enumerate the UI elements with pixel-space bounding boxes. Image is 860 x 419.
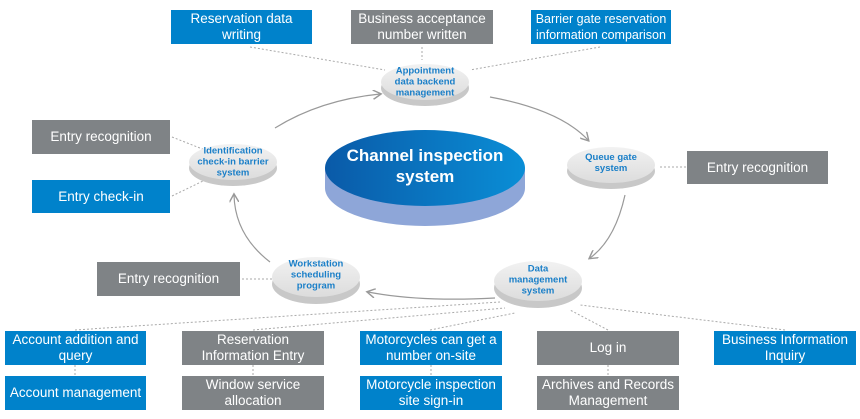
node-workstation: Workstation scheduling program: [288, 258, 344, 292]
channel-inspection-system: Channel inspection system: [346, 146, 504, 186]
box-motorcycle-signin: Motorcycle inspection site sign-in: [360, 376, 502, 410]
box-log-in: Log in: [537, 331, 679, 365]
box-business-acceptance: Business acceptance number written: [351, 10, 493, 44]
box-account-management: Account management: [5, 376, 146, 410]
box-reservation-data-writing: Reservation data writing: [171, 10, 312, 44]
box-account-addition: Account addition and query: [5, 331, 146, 365]
box-entry-recognition-2: Entry recognition: [687, 151, 828, 184]
box-entry-recognition-3: Entry recognition: [97, 262, 240, 296]
box-motorcycles-number: Motorcycles can get a number on-site: [360, 331, 502, 365]
box-archives: Archives and Records Management: [537, 376, 679, 410]
box-entry-recognition-1: Entry recognition: [32, 120, 170, 154]
node-data-management: Data management system: [508, 263, 568, 297]
box-window-service: Window service allocation: [182, 376, 324, 410]
center-disk: [325, 130, 525, 226]
box-reservation-entry: Reservation Information Entry: [182, 331, 324, 365]
node-queue-gate: Queue gate system: [585, 152, 637, 174]
box-barrier-gate: Barrier gate reservation information com…: [531, 10, 671, 44]
box-business-inquiry: Business Information Inquiry: [714, 331, 856, 365]
box-entry-checkin: Entry check-in: [32, 180, 170, 213]
node-identification: Identification check-in barrier system: [197, 145, 269, 179]
node-appointment: Appointment data backend management: [394, 65, 456, 99]
